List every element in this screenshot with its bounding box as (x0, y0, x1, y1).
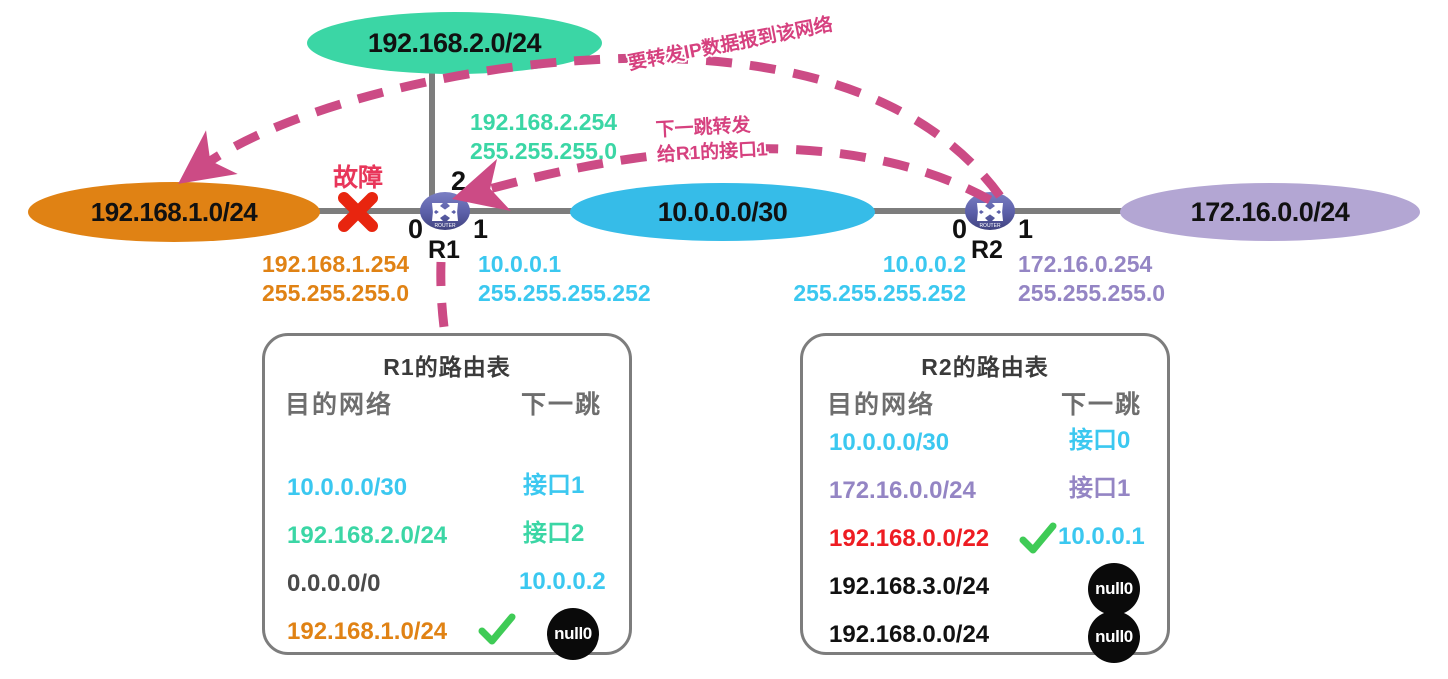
router-label-r2: R2 (971, 236, 1003, 264)
table-row: 192.168.0.0/24 (829, 621, 990, 648)
table-row-nexthop: 10.0.0.1 (1058, 523, 1145, 550)
r1-if1-ip: 10.0.0.1 (478, 251, 562, 277)
nexthop-null0-r1: null0 (547, 608, 599, 660)
nexthop-null0-r2-row4: null0 (1088, 563, 1140, 615)
routing-table-r1: R1的路由表 目的网络 下一跳 10.0.0.0/30 接口1 192.168.… (262, 333, 632, 660)
network-label-left: 192.168.1.0/24 (90, 196, 258, 227)
fault-label: 故障 (333, 164, 384, 192)
table-row: 192.168.0.0/22 (829, 525, 990, 552)
nexthop-null0-r2-row5: null0 (1088, 611, 1140, 663)
table-row: 0.0.0.0/0 (287, 570, 381, 597)
check-icon-r2-row3 (1019, 522, 1057, 554)
table-row-nexthop: 接口0 (1069, 427, 1131, 454)
network-label-right: 172.16.0.0/24 (1190, 196, 1350, 227)
r2-if1-address: 172.16.0.254 255.255.255.0 (1018, 250, 1165, 308)
r1-if2-ip: 192.168.2.254 (470, 109, 618, 135)
routing-table-r1-col-nexthop: 下一跳 (521, 391, 603, 419)
routing-table-r2-col-nexthop: 下一跳 (1061, 391, 1143, 419)
routing-table-r1-col-dest: 目的网络 (285, 391, 394, 419)
svg-text:ROUTER: ROUTER (434, 223, 456, 229)
table-row-nexthop: 接口2 (523, 520, 585, 547)
r1-if0-mask: 255.255.255.0 (262, 280, 410, 306)
fault-cross-icon (338, 192, 378, 232)
check-icon-r1-row4 (478, 613, 516, 645)
network-ellipse-10-0-0-0: 10.0.0.0/30 (570, 183, 875, 241)
router-label-r1: R1 (428, 236, 460, 264)
table-row: 192.168.2.0/24 (287, 522, 448, 549)
routing-table-r1-title: R1的路由表 (383, 354, 511, 380)
r2-if0-address: 10.0.0.2 255.255.255.252 (776, 250, 966, 308)
router-icon-r2[interactable]: ROUTER (964, 191, 1016, 231)
r2-if0-ip: 10.0.0.2 (882, 251, 966, 277)
network-label-center: 10.0.0.0/30 (657, 196, 788, 227)
routing-table-r2: R2的路由表 目的网络 下一跳 10.0.0.0/30 接口0 172.16.0… (800, 333, 1170, 663)
table-row-nexthop: 接口1 (523, 472, 585, 499)
r1-if1-mask: 255.255.255.252 (478, 280, 651, 306)
table-row: 10.0.0.0/30 (829, 429, 950, 456)
network-label-top: 192.168.2.0/24 (367, 27, 542, 58)
annotation-next-hop: 下一跳转发 给R1的接口1 (655, 112, 768, 168)
routing-table-r2-title: R2的路由表 (921, 354, 1049, 380)
routing-table-r2-col-dest: 目的网络 (827, 391, 936, 419)
network-ellipse-172-16-0-0: 172.16.0.0/24 (1120, 183, 1420, 241)
r1-if1-address: 10.0.0.1 255.255.255.252 (478, 250, 651, 308)
r1-interface-1-label: 1 (473, 214, 489, 244)
table-row: 192.168.1.0/24 (287, 618, 448, 645)
table-row: 172.16.0.0/24 (829, 477, 976, 504)
r1-if0-ip: 192.168.1.254 (262, 251, 410, 277)
table-row: 192.168.3.0/24 (829, 573, 990, 600)
network-ellipse-192-168-2-0: 192.168.2.0/24 (307, 12, 602, 74)
r2-if1-ip: 172.16.0.254 (1018, 251, 1153, 277)
arrow-next-hop-to-r1-if1 (451, 144, 993, 212)
r2-interface-0-label: 0 (952, 214, 968, 244)
r1-if0-address: 192.168.1.254 255.255.255.0 (262, 250, 409, 308)
r1-interface-0-label: 0 (408, 214, 424, 244)
arrow-forward-to-network (178, 53, 1004, 199)
table-row: 10.0.0.0/30 (287, 474, 408, 501)
svg-text:ROUTER: ROUTER (979, 223, 1001, 229)
r2-if1-mask: 255.255.255.0 (1018, 280, 1166, 306)
r2-interface-1-label: 1 (1018, 214, 1034, 244)
r2-if0-mask: 255.255.255.252 (793, 280, 966, 306)
network-ellipse-192-168-1-0: 192.168.1.0/24 (28, 182, 320, 242)
table-row-nexthop: 10.0.0.2 (519, 568, 606, 595)
table-row-nexthop: 接口1 (1069, 475, 1131, 502)
